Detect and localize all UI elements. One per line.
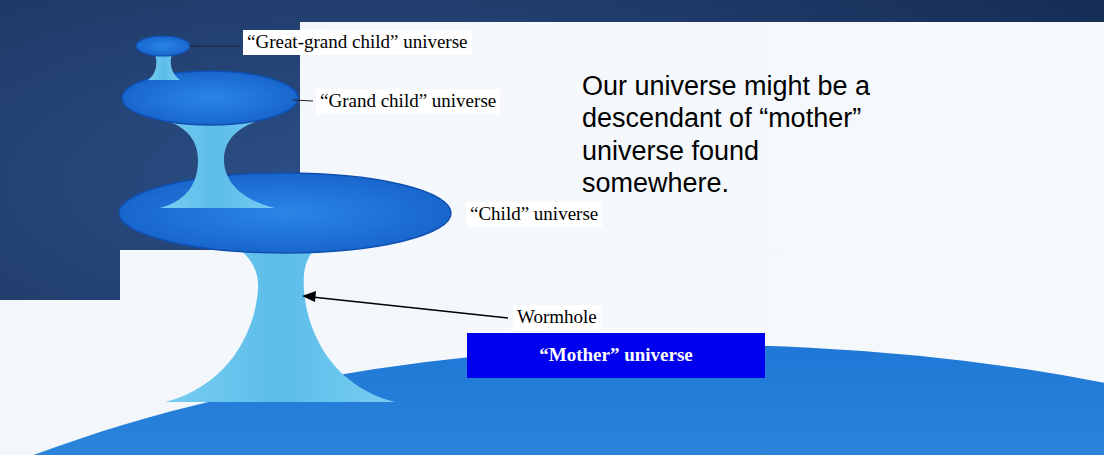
mother-universe-box: “Mother” universe xyxy=(467,333,765,378)
wormhole-label: Wormhole xyxy=(513,305,601,330)
note-text: Our universe might be a descendant of “m… xyxy=(582,70,912,200)
universe-label: “Great-grand child” universe xyxy=(243,30,472,55)
universe-label: “Grand child” universe xyxy=(316,89,500,114)
universe-label: “Child” universe xyxy=(466,202,602,227)
node-text: “Mother” universe xyxy=(539,344,765,367)
